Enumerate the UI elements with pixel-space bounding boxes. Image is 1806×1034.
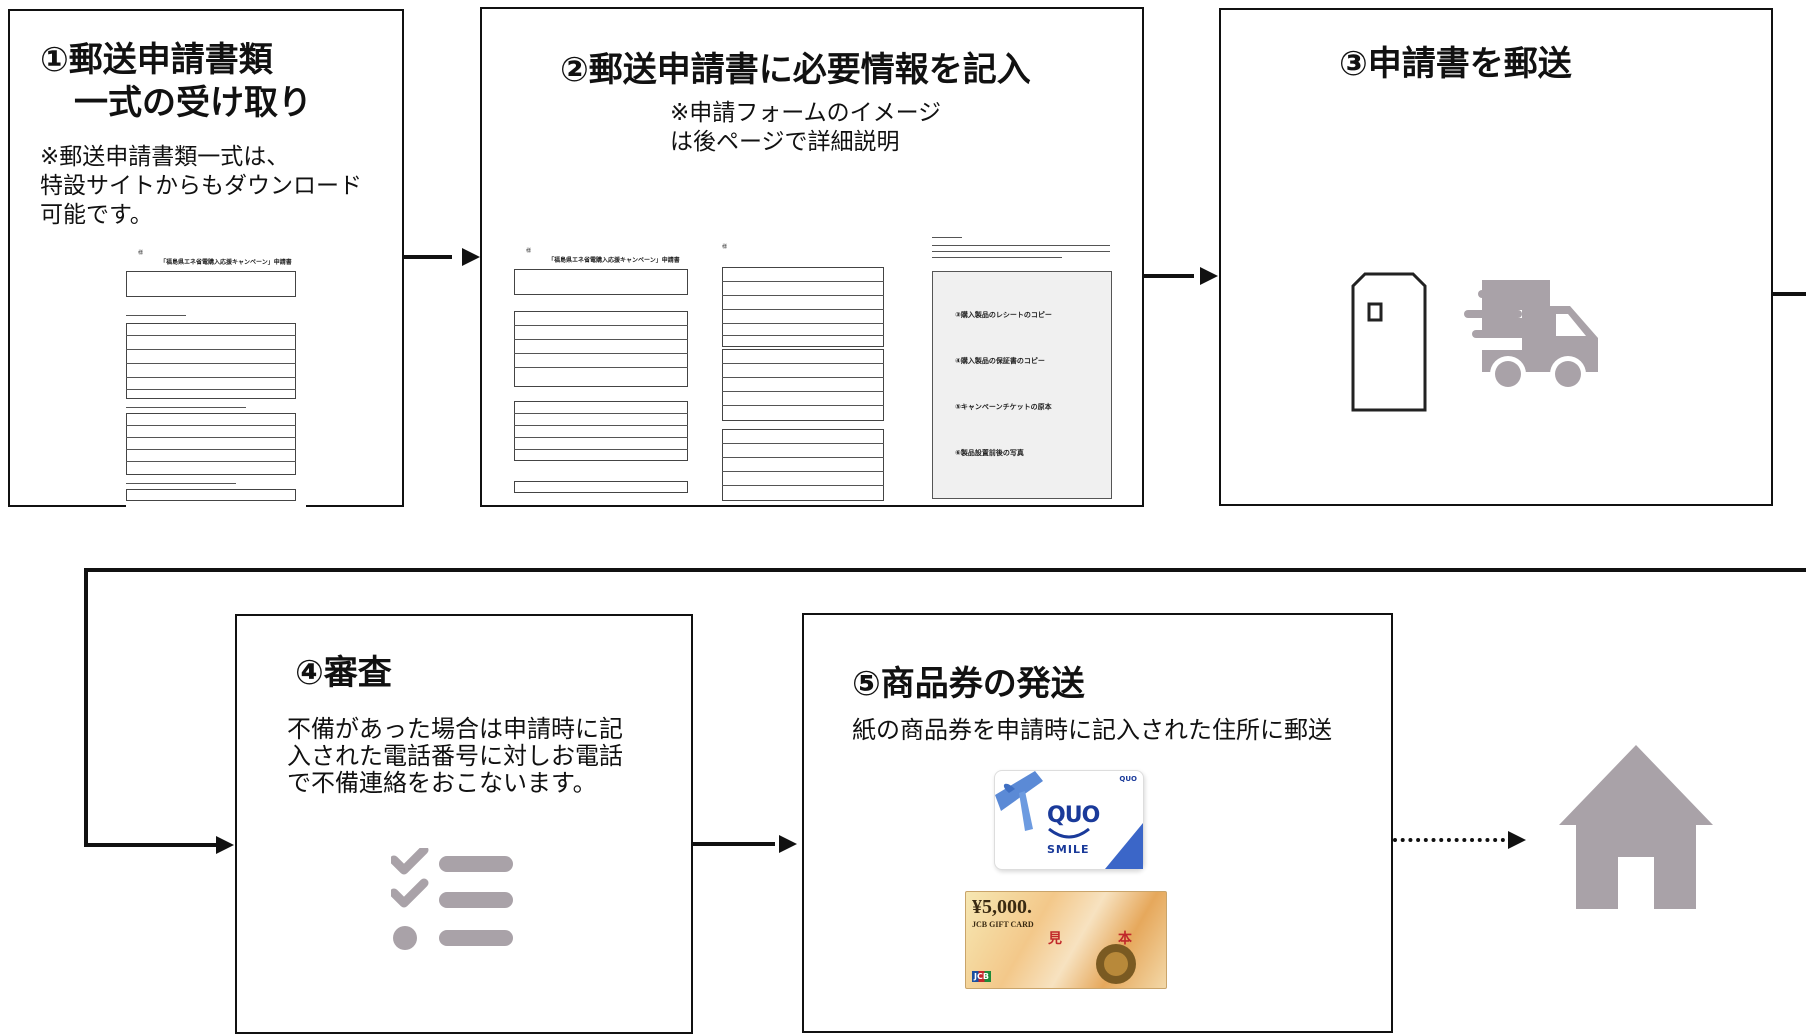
jcb-gift-card-image: ¥5,000. JCB GIFT CARD 見 本 JCB	[965, 891, 1167, 989]
form-document-thumbnail: 様 「福島県エネ省電購入応援キャンペーン」申請書	[126, 245, 306, 507]
wrap-line-left	[84, 568, 88, 846]
arrowhead-1-to-2	[462, 248, 480, 266]
wrap-line-top	[84, 568, 1806, 572]
attachment-item-warranty: ④購入製品の保証書のコピー	[955, 357, 1045, 365]
arrow-2-to-3	[1144, 274, 1194, 278]
attachment-item-receipt: ③購入製品のレシートのコピー	[955, 311, 1052, 319]
arrowhead-wrap-to-4	[216, 836, 234, 854]
step-2-title: ②郵送申請書に必要情報を記入	[560, 50, 1031, 90]
home-icon	[1559, 745, 1713, 909]
arrowhead-4-to-5	[779, 835, 797, 853]
arrow-4-to-5	[693, 842, 775, 846]
step-1-note: ※郵送申請書類一式は、 特設サイトからもダウンロード 可能です。	[40, 144, 362, 228]
dotted-arrow-5-to-home	[1393, 838, 1505, 842]
step-4-box: ④審査 不備があった場合は申請時に記 入された電話番号に対しお電話 で不備連絡を…	[235, 614, 693, 1034]
step-3-title: ③申請書を郵送	[1339, 44, 1572, 84]
quo-tagline: SMILE	[1047, 843, 1090, 856]
step-1-title: ①郵送申請書類 一式の受け取り	[40, 40, 312, 123]
step-4-title: ④審査	[295, 653, 392, 693]
envelope-icon	[1351, 272, 1427, 412]
step-2-box: ②郵送申請書に必要情報を記入 ※申請フォームのイメージ は後ページで詳細説明 様…	[480, 7, 1144, 507]
jcb-logo: JCB	[972, 971, 991, 982]
attachment-item-ticket: ⑤キャンペーンチケットの原本	[955, 403, 1052, 411]
form-page-1-thumbnail: 様 「福島県エネ省電購入応援キャンペーン」申請書	[514, 243, 692, 499]
arrowhead-2-to-3	[1200, 267, 1218, 285]
attachment-item-photos: ⑥製品設置前後の写真	[955, 449, 1024, 457]
form-badge: 様	[138, 250, 144, 256]
attachments-list-panel: ③購入製品のレシートのコピー ④購入製品の保証書のコピー ⑤キャンペーンチケット…	[932, 271, 1112, 499]
step-3-box: ③申請書を郵送	[1219, 8, 1773, 506]
jcb-sample-mark-2: 本	[1118, 931, 1132, 947]
step-1-box: ①郵送申請書類 一式の受け取り ※郵送申請書類一式は、 特設サイトからもダウンロ…	[8, 9, 404, 507]
arrowhead-5-to-home	[1508, 831, 1526, 849]
jcb-amount: ¥5,000.	[972, 896, 1032, 918]
checklist-icon	[391, 848, 513, 950]
step-2-note: ※申請フォームのイメージ は後ページで詳細説明	[670, 100, 942, 155]
delivery-truck-icon	[1464, 280, 1598, 392]
step-4-note: 不備があった場合は申請時に記 入された電話番号に対しお電話 で不備連絡をおこない…	[287, 715, 623, 798]
form-heading: 「福島県エネ省電購入応援キャンペーン」申請書	[160, 259, 292, 266]
quo-brand: QUO	[1047, 803, 1100, 828]
quo-corner: QUO	[1119, 775, 1137, 783]
jcb-card-name: JCB GIFT CARD	[972, 920, 1034, 929]
attachments-document-thumbnail: ③購入製品のレシートのコピー ④購入製品の保証書のコピー ⑤キャンペーンチケット…	[932, 231, 1114, 501]
form-page-2-thumbnail: 様	[718, 241, 890, 505]
jcb-sample-mark: 見	[1048, 931, 1062, 947]
arrow-1-to-2	[404, 255, 452, 259]
arrow-wrap-to-4	[84, 843, 216, 847]
step-5-title: ⑤商品券の発送	[852, 664, 1085, 704]
step-5-note: 紙の商品券を申請時に記入された住所に郵送	[852, 716, 1332, 744]
quo-card-image: QUO SMILE QUO	[994, 770, 1144, 870]
step-5-box: ⑤商品券の発送 紙の商品券を申請時に記入された住所に郵送 QUO SMILE Q…	[802, 613, 1393, 1033]
arrow-3-exit	[1773, 292, 1806, 296]
